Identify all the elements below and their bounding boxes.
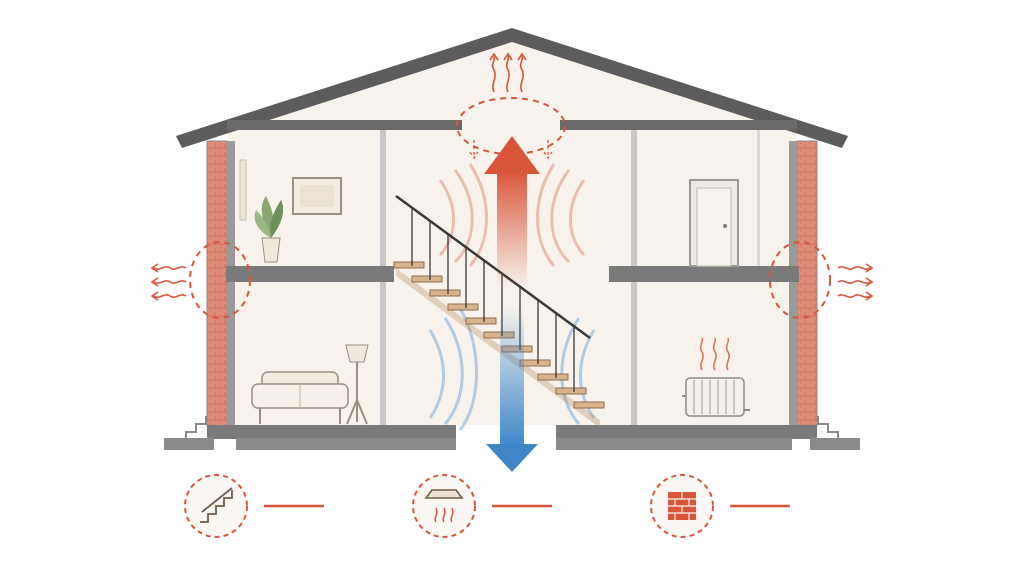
left-brick-wall	[206, 140, 228, 427]
floor-lamp	[345, 344, 369, 425]
window-frame-left	[239, 159, 247, 221]
sofa	[251, 371, 349, 424]
foundation-mid-right	[556, 438, 792, 450]
warm-convection-waves	[438, 163, 586, 267]
floor-left	[226, 266, 394, 282]
partition-right-upper	[757, 130, 760, 266]
foundation-left	[164, 438, 214, 450]
right-brick-wall	[796, 140, 818, 427]
legend-brick-wall	[650, 474, 790, 538]
legend-ceiling-hatch	[412, 474, 552, 538]
staircase-icon	[200, 487, 233, 523]
right-inner-wall	[789, 141, 797, 426]
left-junction-heat-loss-highlight	[189, 241, 251, 319]
potted-plant	[254, 196, 284, 263]
ceiling-right	[560, 120, 797, 130]
left-inner-wall	[227, 141, 235, 426]
legend-staircase	[184, 474, 324, 538]
attic-space	[230, 38, 794, 130]
door	[689, 179, 739, 267]
right-steps	[817, 416, 848, 441]
left-heat-escape-arrows	[150, 263, 187, 301]
radiator	[682, 377, 750, 417]
radiator-heat-waves	[699, 337, 730, 371]
staircase	[393, 194, 605, 428]
floor-right	[609, 266, 799, 282]
ceiling-heat-loss-highlight	[456, 97, 566, 155]
roof-heat-escape-waves	[489, 52, 527, 93]
ground-slab-right	[556, 425, 817, 439]
foundation-right	[810, 438, 860, 450]
handrail	[395, 194, 591, 340]
brick-wall-icon	[668, 492, 696, 520]
ceiling-hatch-icon	[424, 489, 464, 523]
cool-air-sinking-arrow	[486, 306, 538, 472]
foundation-mid-left	[236, 438, 456, 450]
right-heat-escape-arrows	[837, 263, 874, 301]
right-junction-heat-loss-highlight	[769, 241, 831, 319]
ceiling-left	[227, 120, 462, 130]
left-steps	[176, 416, 207, 441]
ground-slab-left	[207, 425, 456, 439]
warm-air-rising-arrow	[484, 136, 540, 288]
ceiling-down-arrows	[469, 140, 553, 160]
